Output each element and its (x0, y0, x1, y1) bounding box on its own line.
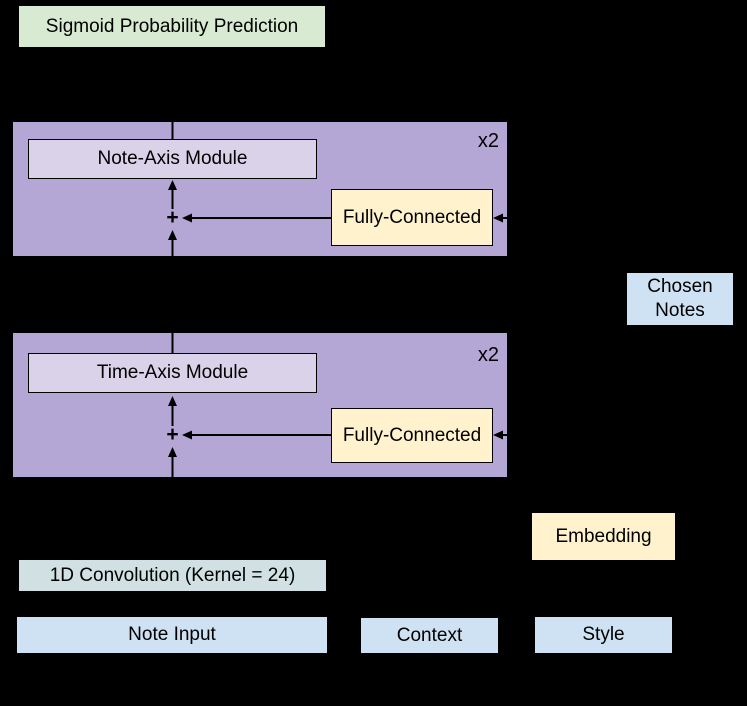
time-axis-module-box: Time-Axis Module (28, 353, 317, 393)
context-input-box: Context (361, 618, 498, 653)
embedding-box: Embedding (532, 513, 675, 560)
conv1d-box: 1D Convolution (Kernel = 24) (18, 559, 327, 592)
chosen-notes-box: Chosen Notes (627, 273, 733, 325)
note-input-box: Note Input (17, 617, 327, 653)
repeat-count-label: x2 (477, 129, 499, 152)
sum-junction: + (166, 206, 179, 229)
sigmoid-prediction-box: Sigmoid Probability Prediction (18, 5, 326, 48)
note-axis-module-box: Note-Axis Module (28, 139, 317, 179)
repeat-count-label: x2 (477, 343, 499, 366)
style-input-box: Style (535, 617, 672, 653)
sum-junction: + (166, 423, 179, 446)
fully-connected-box: Fully-Connected (331, 189, 493, 246)
fully-connected-box: Fully-Connected (331, 408, 493, 463)
